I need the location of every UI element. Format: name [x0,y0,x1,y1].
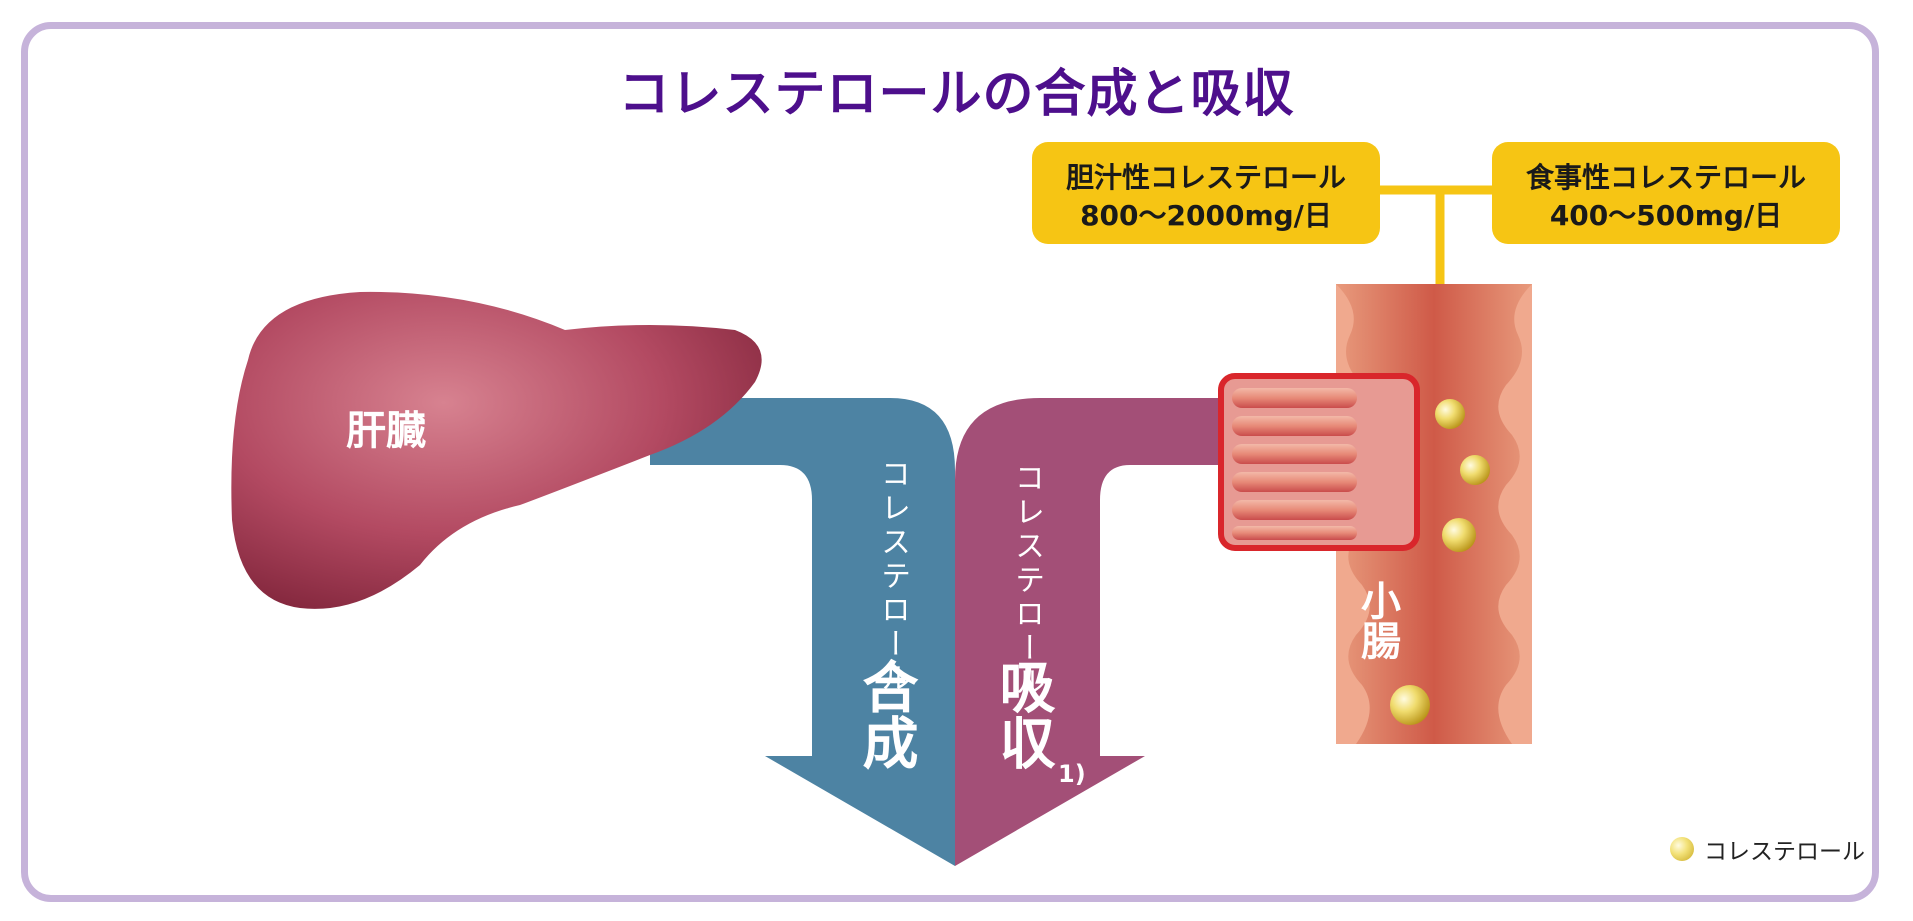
liver-label: 肝臓 [346,408,426,454]
biliary-cholesterol-box: 胆汁性コレステロール 800〜2000mg/日 [1032,142,1380,244]
synthesis-arrow [650,398,955,866]
dietary-cholesterol-amount: 400〜500mg/日 [1549,199,1783,232]
dietary-cholesterol-box: 食事性コレステロール 400〜500mg/日 [1492,142,1840,244]
biliary-cholesterol-amount: 800〜2000mg/日 [1080,199,1332,232]
dietary-cholesterol-name: 食事性コレステロール [1525,161,1806,194]
legend-label: コレステロール [1704,839,1865,865]
absorption-main-label: 吸収 [990,658,1055,770]
absorption-arrow [955,398,1225,866]
cholesterol-dot-icon [1670,837,1694,861]
synthesis-vertical-label: コレステロール [875,458,910,696]
cholesterol-particle [1390,685,1430,725]
legend: コレステロール [1670,832,1865,866]
small-intestine-label: 小腸 [1354,580,1400,660]
absorption-footnote: 1) [1058,760,1086,788]
small-intestine-text: 小腸 [1354,580,1400,660]
cholesterol-particle [1435,399,1465,429]
absorption-main-text: 吸収 [990,658,1055,770]
absorption-vertical-label: コレステロール [1009,462,1044,700]
villi-group [1232,388,1357,540]
diagram-title: コレステロールの合成と吸収 [618,65,1295,124]
intestine-fold-right [1498,284,1532,744]
synthesis-main-text: 合成 [853,658,918,770]
synthesis-main-label: 合成 [853,658,918,770]
cholesterol-particle [1442,518,1476,552]
liver-shape [231,291,762,609]
cholesterol-particle [1460,455,1490,485]
biliary-cholesterol-name: 胆汁性コレステロール [1065,161,1346,194]
